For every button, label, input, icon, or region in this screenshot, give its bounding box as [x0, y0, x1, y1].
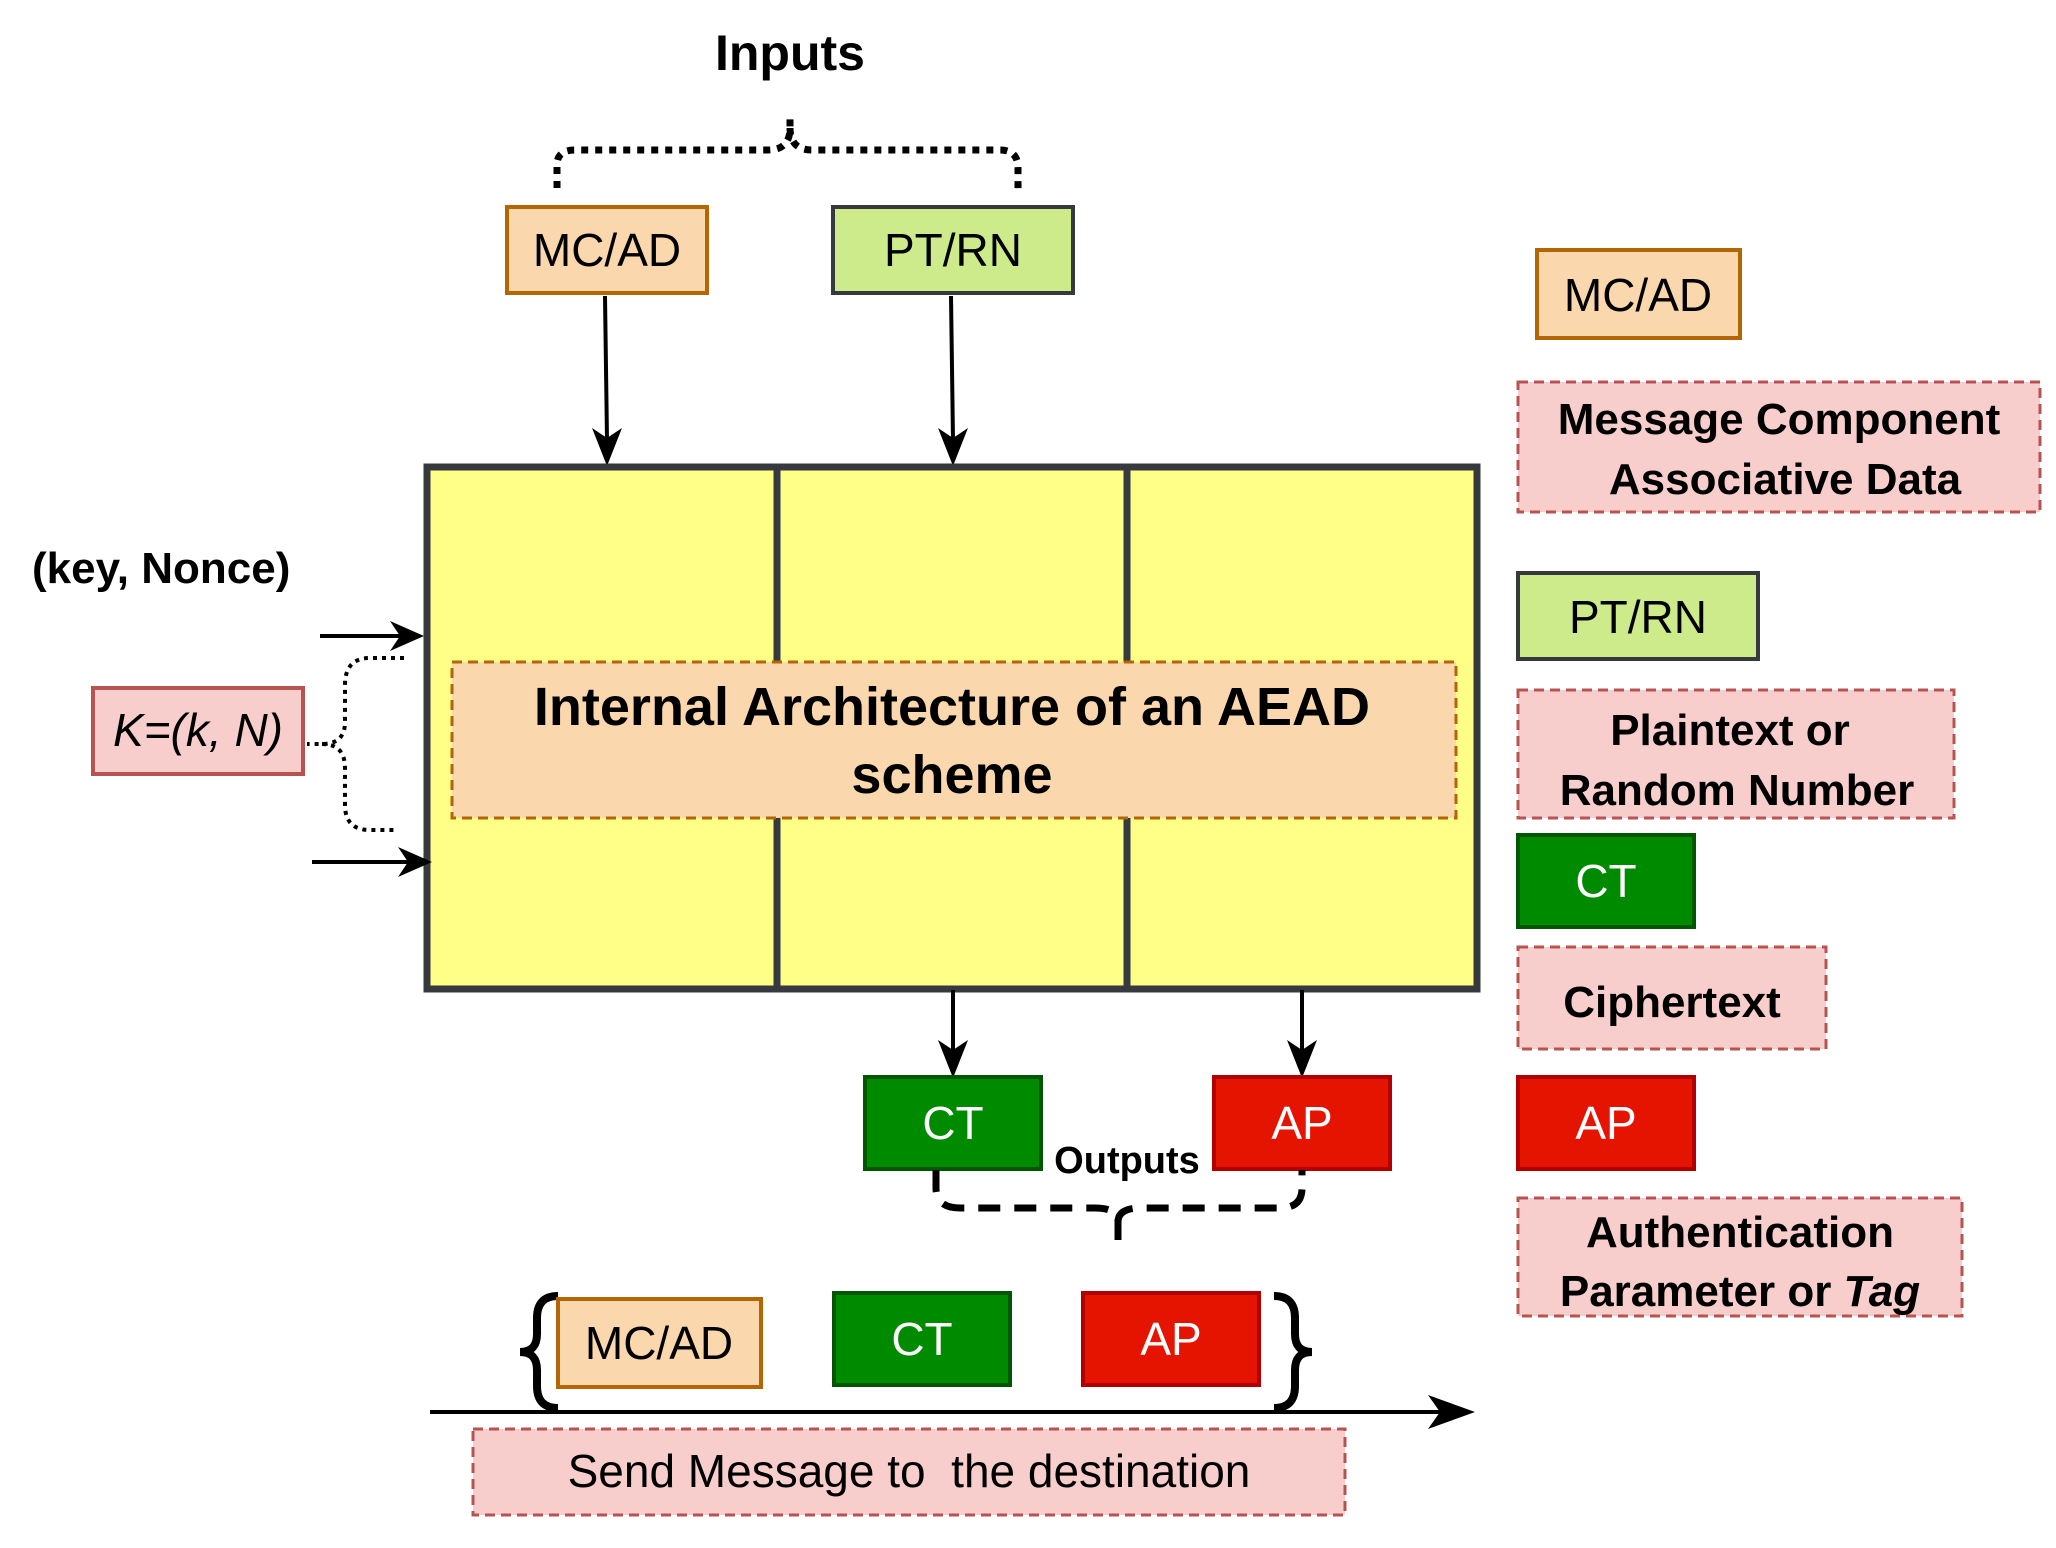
legend-mcad-desc-line1: Message Component — [1558, 395, 2001, 444]
legend-ptrn-tag-label: PT/RN — [1569, 591, 1707, 643]
message-ap-box: AP — [1081, 1291, 1261, 1387]
legend-ap-desc-line2-italic: Tag — [1844, 1267, 1921, 1316]
input-ptrn-label: PT/RN — [884, 224, 1022, 276]
message-ap-label: AP — [1140, 1313, 1201, 1365]
legend-mcad-desc-line2: Associative Data — [1609, 455, 1962, 504]
key-nonce-label: (key, Nonce) — [32, 544, 290, 593]
legend-ap-tag-label: AP — [1575, 1097, 1636, 1149]
message-mcad-box: MC/AD — [556, 1297, 763, 1389]
legend-ptrn-desc-line1: Plaintext or — [1610, 706, 1850, 755]
output-ct-label: CT — [922, 1097, 983, 1149]
legend-ap-desc: Authentication Parameter or Tag — [1516, 1196, 1964, 1318]
legend-ct-tag: CT — [1516, 833, 1696, 929]
key-box-label: K=(k, N) — [113, 704, 283, 756]
input-mcad-arrow — [592, 295, 622, 466]
send-arrow — [430, 1395, 1475, 1429]
legend-ct-tag-label: CT — [1575, 855, 1636, 907]
outputs-brace — [932, 1170, 1306, 1240]
legend-ap-desc-line2-plain: Parameter or — [1560, 1267, 1844, 1316]
key-brace — [307, 656, 404, 832]
send-label: Send Message to the destination — [568, 1445, 1251, 1497]
input-ptrn-arrow — [938, 295, 968, 466]
outputs-title: Outputs — [1054, 1140, 1200, 1182]
legend-ct-desc-label: Ciphertext — [1563, 978, 1781, 1027]
legend-ptrn-tag: PT/RN — [1516, 571, 1760, 661]
core-label-line1: Internal Architecture of an AEAD — [534, 677, 1370, 737]
legend-mcad-desc: Message Component Associative Data — [1516, 380, 2042, 514]
send-label-box: Send Message to the destination — [471, 1427, 1347, 1517]
message-ct-label: CT — [891, 1313, 952, 1365]
key-box: K=(k, N) — [91, 686, 305, 776]
input-mcad-box: MC/AD — [505, 205, 709, 295]
legend-mcad-tag-label: MC/AD — [1564, 269, 1712, 321]
output-ap-arrow — [1287, 990, 1317, 1078]
input-ptrn-box: PT/RN — [831, 205, 1075, 295]
key-arrow-bottom — [312, 847, 432, 877]
message-brace-right — [1273, 1292, 1313, 1412]
output-ct-box: CT — [863, 1075, 1043, 1171]
inputs-title: Inputs — [715, 25, 865, 81]
inputs-brace — [553, 115, 1022, 190]
message-brace-left — [519, 1292, 559, 1412]
core-label-box: Internal Architecture of an AEAD scheme — [450, 660, 1458, 820]
input-mcad-label: MC/AD — [533, 224, 681, 276]
legend-mcad-tag: MC/AD — [1535, 248, 1742, 340]
legend-ct-desc: Ciphertext — [1516, 945, 1828, 1051]
core-label-line2: scheme — [851, 745, 1052, 805]
output-ap-box: AP — [1212, 1075, 1392, 1171]
key-arrow-top — [320, 621, 424, 651]
legend-ap-tag: AP — [1516, 1075, 1696, 1171]
output-ct-arrow — [938, 990, 968, 1078]
legend-ap-desc-line2: Parameter or Tag — [1560, 1267, 1920, 1316]
legend-ptrn-desc-line2: Random Number — [1560, 766, 1914, 815]
message-mcad-label: MC/AD — [585, 1317, 733, 1369]
message-ct-box: CT — [832, 1291, 1012, 1387]
legend-ptrn-desc: Plaintext or Random Number — [1516, 688, 1956, 820]
output-ap-label: AP — [1271, 1097, 1332, 1149]
legend-ap-desc-line1: Authentication — [1586, 1208, 1894, 1257]
